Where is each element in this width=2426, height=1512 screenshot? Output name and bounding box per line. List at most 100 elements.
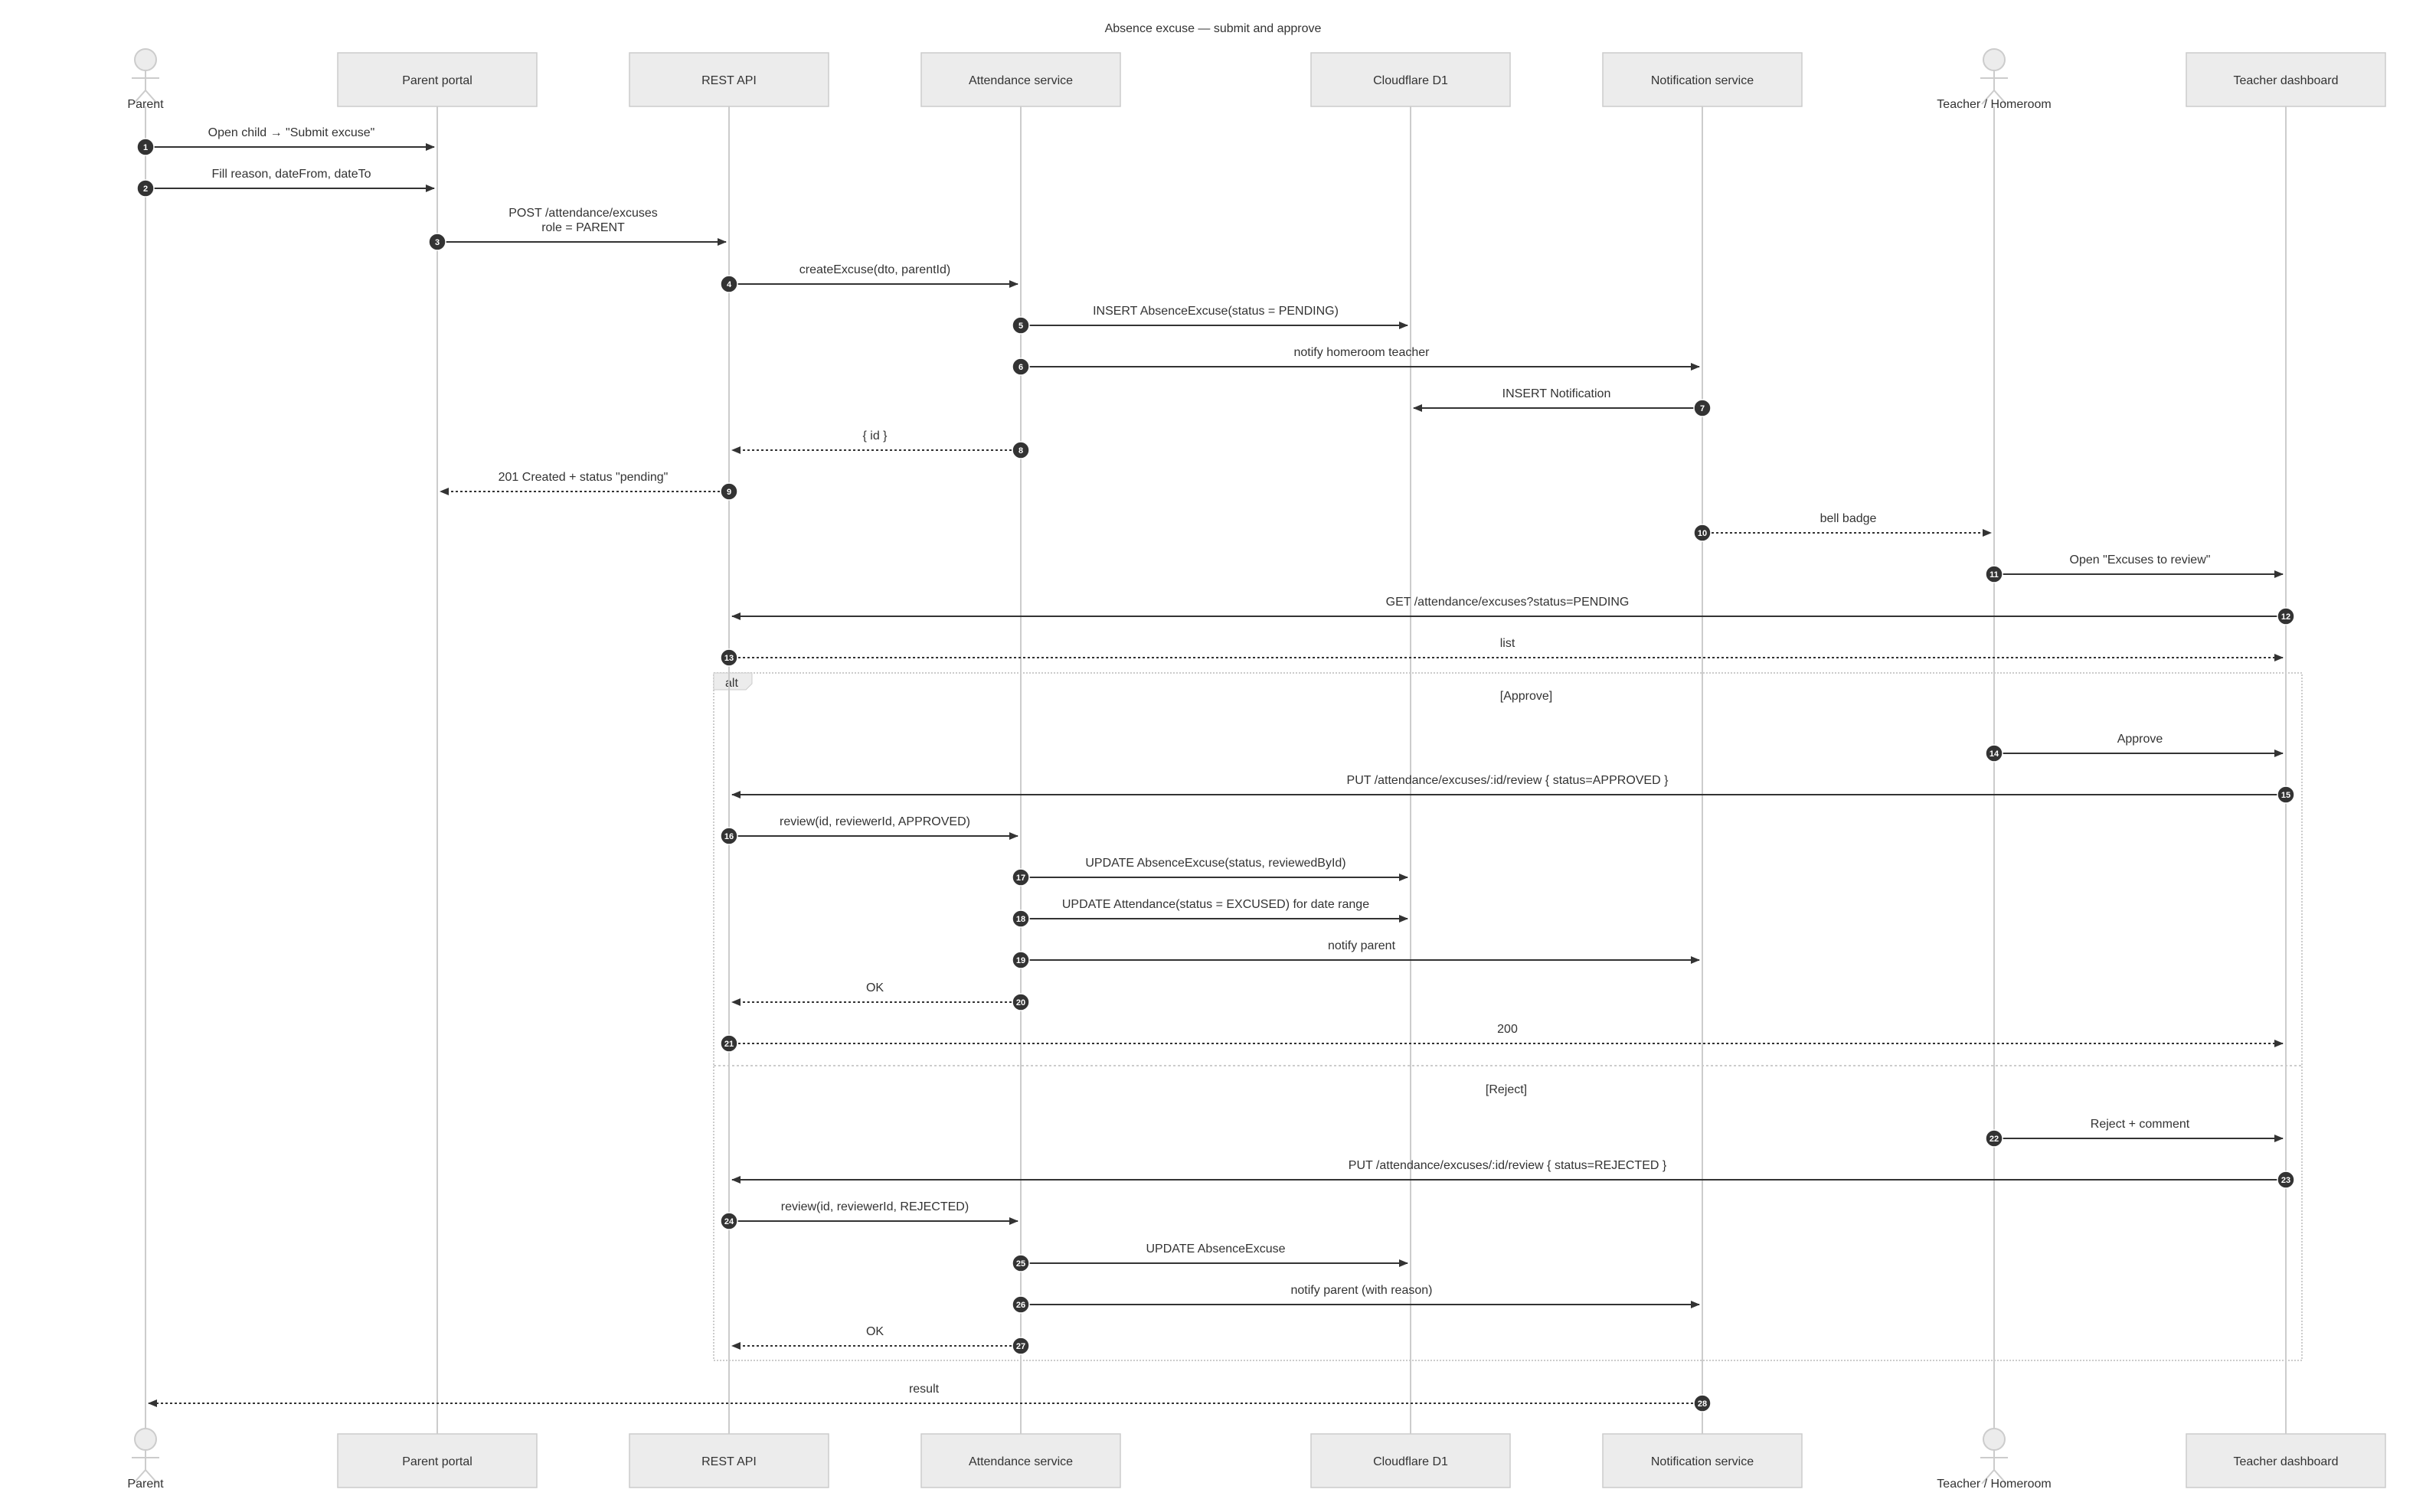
participant-att-bottom: Attendance service (920, 1433, 1121, 1488)
message-label: Open child → "Submit excuse" (208, 126, 375, 139)
diagram-title: Absence excuse — submit and approve (1105, 22, 1322, 35)
sequence-number: 5 (1018, 322, 1023, 331)
participant-label: Attendance service (969, 74, 1073, 87)
participant-label: Teacher dashboard (2234, 1455, 2339, 1468)
message-label: 200 (1497, 1023, 1518, 1036)
alt-frame-tab (713, 672, 753, 691)
message-label: review(id, reviewerId, REJECTED) (781, 1200, 969, 1213)
message-label: list (1500, 637, 1515, 650)
message-26: notify parent (with reason) 26 (1012, 1284, 1700, 1314)
participant-portal-top: Parent portal (337, 52, 538, 107)
participant-dash-bottom: Teacher dashboard (2186, 1433, 2386, 1488)
message-label: Approve (2117, 733, 2163, 746)
participant-label: Teacher dashboard (2234, 74, 2339, 87)
message-label: INSERT AbsenceExcuse(status = PENDING) (1093, 305, 1339, 318)
actor-label: Teacher / Homeroom (1937, 98, 2051, 111)
sequence-number: 23 (2281, 1176, 2290, 1185)
message-label: { id } (862, 429, 888, 442)
sequence-number-badge (1012, 1254, 1030, 1272)
sequence-number-badge (1012, 1295, 1030, 1314)
actor-parent-bottom: Parent (127, 1428, 164, 1491)
message-label: result (909, 1383, 940, 1396)
participant-label: Notification service (1651, 1455, 1754, 1468)
sequence-number: 22 (1990, 1135, 1999, 1144)
message-label: UPDATE Attendance(status = EXCUSED) for … (1062, 898, 1369, 911)
message-label: notify parent (with reason) (1291, 1284, 1433, 1297)
sequence-number: 17 (1016, 874, 1025, 883)
sequence-number-badge (1985, 1129, 2003, 1148)
actor-teacher-bottom: Teacher / Homeroom (1937, 1428, 2052, 1491)
message-28: result 28 (148, 1383, 1712, 1412)
sequence-number: 21 (724, 1040, 734, 1049)
sequence-number: 15 (2281, 791, 2290, 800)
sequence-number: 19 (1016, 956, 1025, 965)
sequence-number-badge (2277, 785, 2295, 804)
sequence-number: 9 (727, 488, 731, 497)
participant-dash-top: Teacher dashboard (2186, 52, 2386, 107)
sequence-number: 12 (2281, 612, 2290, 622)
actor-label: Parent (127, 1478, 164, 1491)
sequence-number-badge (1012, 909, 1030, 928)
alt-section-guard: [Reject] (1486, 1083, 1527, 1096)
alt-section-guard: [Approve] (1500, 690, 1552, 703)
participant-api-bottom: REST API (629, 1433, 829, 1488)
message-label: PUT /attendance/excuses/:id/review { sta… (1347, 774, 1669, 787)
sequence-number: 18 (1016, 915, 1025, 924)
message-11: Open "Excuses to review" 11 (1985, 554, 2284, 583)
message-16: review(id, reviewerId, APPROVED)16 (720, 815, 1018, 845)
sequence-number-badge (720, 1212, 738, 1230)
sequence-number: 8 (1018, 446, 1023, 456)
sequence-number-badge (720, 648, 738, 667)
actor-parent-top: Parent (127, 48, 164, 111)
participant-notif-top: Notification service (1602, 52, 1803, 107)
sequence-number: 26 (1016, 1301, 1025, 1310)
message-label: POST /attendance/excuses (508, 207, 657, 220)
message-label: Open "Excuses to review" (2070, 554, 2211, 567)
sequence-number-badge (136, 179, 155, 198)
sequence-number-badge (1693, 524, 1712, 542)
message-label: OK (866, 1325, 884, 1338)
message-label: OK (866, 981, 884, 994)
sequence-number-badge (1985, 744, 2003, 763)
message-label: createExcuse(dto, parentId) (799, 263, 950, 276)
message-4: createExcuse(dto, parentId)4 (720, 263, 1018, 293)
sequence-number: 25 (1016, 1259, 1025, 1269)
message-label: UPDATE AbsenceExcuse (1146, 1243, 1285, 1256)
sequence-number-badge (1693, 1394, 1712, 1412)
alt-keyword: alt (725, 677, 738, 690)
sequence-number-badge (1985, 565, 2003, 583)
sequence-number: 11 (1990, 570, 1999, 580)
participant-d1-bottom: Cloudflare D1 (1310, 1433, 1511, 1488)
participant-att-top: Attendance service (920, 52, 1121, 107)
sequence-number: 27 (1016, 1342, 1025, 1351)
message-5: INSERT AbsenceExcuse(status = PENDING) 5 (1012, 305, 1408, 335)
message-21: 200 21 (720, 1023, 2284, 1053)
actor-label: Parent (127, 98, 164, 111)
message-label: GET /attendance/excuses?status=PENDING (1386, 596, 1630, 609)
sequence-number: 16 (724, 832, 734, 841)
participant-label: Cloudflare D1 (1373, 74, 1448, 87)
message-label: notify homeroom teacher (1294, 346, 1430, 359)
sequence-number-badge (1012, 868, 1030, 887)
sequence-number: 20 (1016, 998, 1025, 1007)
participant-d1-top: Cloudflare D1 (1310, 52, 1511, 107)
sequence-number-badge (1012, 441, 1030, 459)
sequence-number-badge (2277, 607, 2295, 625)
actor-label: Teacher / Homeroom (1937, 1478, 2051, 1491)
sequence-number-badge (2277, 1171, 2295, 1189)
message-label: UPDATE AbsenceExcuse(status, reviewedByI… (1085, 857, 1345, 870)
sequence-number: 2 (143, 185, 148, 194)
sequence-number: 6 (1018, 363, 1023, 372)
sequence-number-badge (720, 827, 738, 845)
participant-label: Parent portal (402, 1455, 472, 1468)
message-6: notify homeroom teacher 6 (1012, 346, 1700, 376)
sequence-number-badge (1012, 993, 1030, 1011)
sequence-number-badge (1012, 358, 1030, 376)
sequence-number: 28 (1698, 1399, 1707, 1409)
sequence-number-badge (720, 1034, 738, 1053)
message-label: 201 Created + status "pending" (499, 471, 669, 484)
